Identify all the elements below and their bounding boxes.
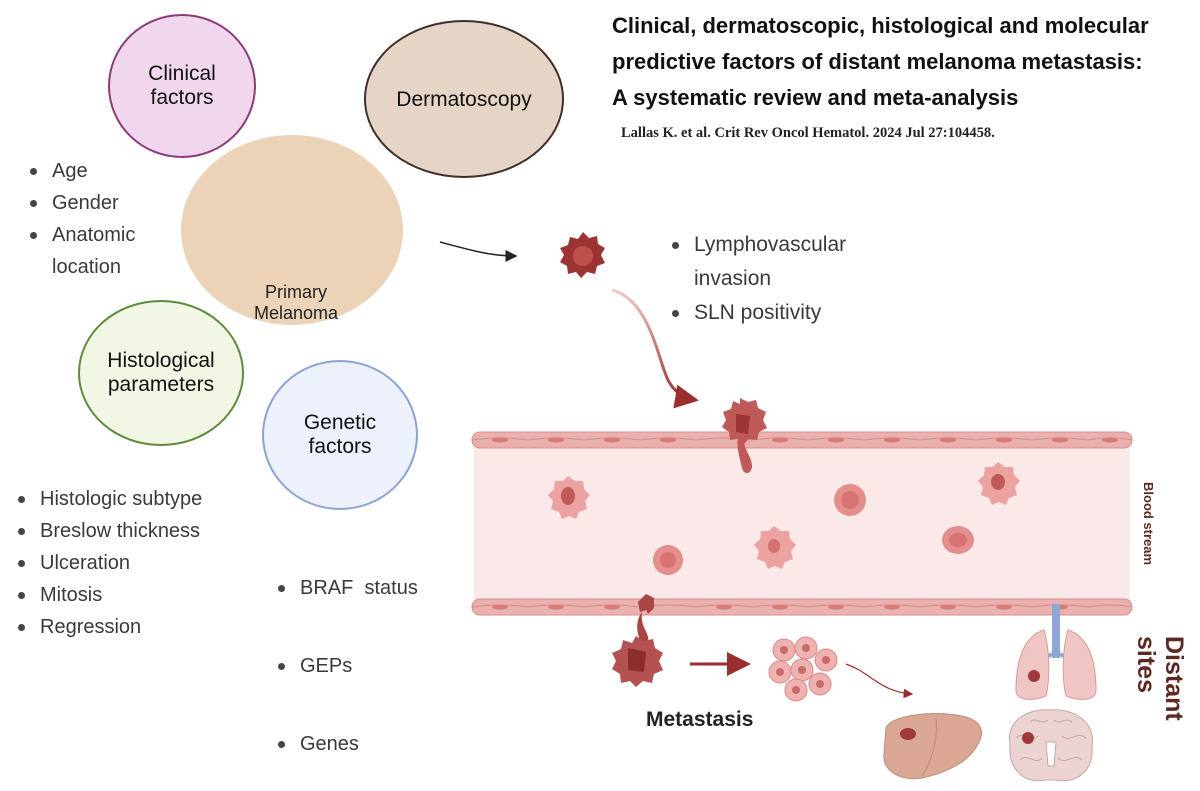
vessel-endothelium [471,437,1133,608]
genetic-label-line-2: factors [308,435,372,458]
clinical-factors-list: Age Gender Anatomic location [26,155,196,283]
primary-label-line-1: Primary [265,282,327,302]
circulating-tumor-cell-icon [560,232,605,278]
lungs-icon [1015,604,1097,700]
primary-label-line-2: Melanoma [253,302,339,323]
endothelial-nuclei [492,437,1118,610]
tumor-cluster-nuclei [776,644,830,694]
list-item: Gender [26,187,196,219]
dermatoscopy-circle: Dermatoscopy [364,20,564,178]
genetic-factors-circle: Genetic factors [262,360,418,510]
progression-arrow [439,241,518,262]
primary-melanoma-label: Primary Melanoma [231,282,361,323]
genetic-factors-list: BRAF status GEPs Genes [274,526,454,783]
citation: Lallas K. et al. Crit Rev Oncol Hematol.… [621,125,995,141]
dermatoscopy-label: Dermatoscopy [396,88,532,111]
primary-melanoma-circle [181,135,403,325]
list-item: Age [26,155,196,187]
list-item: GEPs [274,650,454,682]
histological-parameters-list: Histologic subtype Breslow thickness Ulc… [14,483,254,643]
red-blood-cell-icon [653,545,683,575]
clinical-label-line-2: factors [150,86,214,109]
title-line-2: predictive factors of distant melanoma m… [612,49,1143,74]
tumor-cell-in-stream-icon [978,462,1020,505]
intravasating-cell-icon [722,398,767,474]
list-item: Mitosis [14,579,254,611]
distant-sites-label: Distant sites [1132,636,1188,721]
intravasation-arrow [611,288,699,409]
page-title: Clinical, dermatoscopic, histological an… [612,8,1192,116]
list-item: Lymphovascular invasion [668,228,884,296]
invasion-factors-list: Lymphovascular invasion SLN positivity [668,228,928,330]
list-item: Ulceration [14,547,254,579]
dissemination-arrow [845,663,914,699]
list-item: Histologic subtype [14,483,254,515]
list-item: Regression [14,611,254,643]
metastasis-label: Metastasis [646,708,754,731]
brain-icon [1009,709,1093,782]
liver-icon [883,713,982,780]
list-item: Genes [274,728,454,760]
histological-label-line-1: Histological [107,348,215,372]
blood-vessel [471,431,1133,616]
clinical-factors-circle: Clinical factors [108,14,256,158]
list-item: SLN positivity [668,296,928,330]
title-line-1: Clinical, dermatoscopic, histological an… [612,13,1149,38]
histological-parameters-circle: Histological parameters [78,300,244,446]
tumor-cell-in-stream-icon [754,526,796,569]
extravasating-cell-icon [612,594,663,687]
red-blood-cell-icon [834,484,866,516]
list-item: Anatomic location [26,219,172,283]
title-line-3: A systematic review and meta-analysis [612,85,1019,110]
list-item: BRAF status [274,572,454,604]
genetic-label-line-1: Genetic [303,410,377,434]
histological-label-line-2: parameters [107,373,215,396]
tumor-cell-in-stream-icon [548,476,590,519]
clinical-label-line-1: Clinical [148,61,216,85]
red-blood-cell-icon [942,526,974,554]
list-item: Breslow thickness [14,515,254,547]
blood-stream-label: Blood stream [1141,482,1156,566]
